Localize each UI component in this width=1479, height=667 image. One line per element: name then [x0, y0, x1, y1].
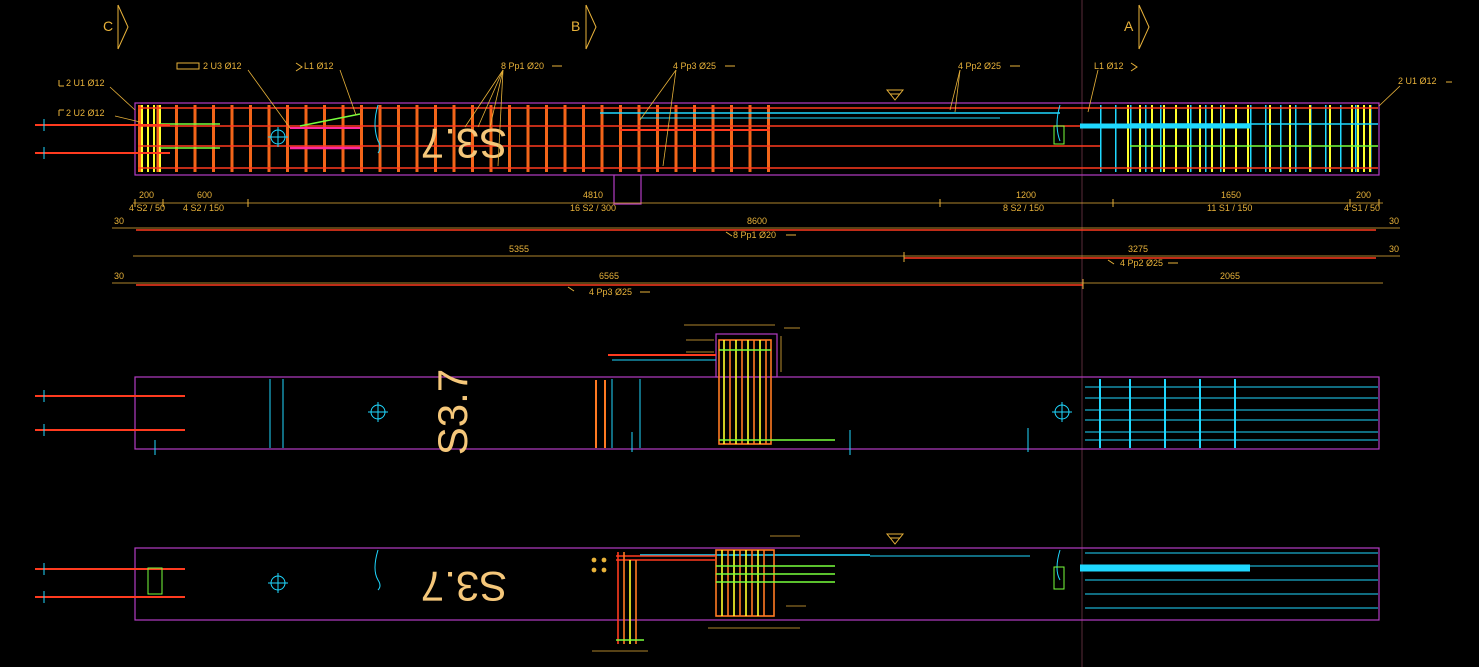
callout-l1-left: L1 Ø12 [304, 61, 334, 71]
details-middle [43, 379, 1072, 455]
svg-text:4 Pp2 Ø25: 4 Pp2 Ø25 [1120, 258, 1163, 268]
callout-pp2: 4 Pp2 Ø25 [958, 61, 1001, 71]
grid-marker-b: B [571, 4, 597, 50]
svg-text:30: 30 [1389, 216, 1399, 226]
beam-outline-top [134, 102, 1380, 176]
dim-value: 200 [139, 190, 154, 200]
svg-text:8600: 8600 [747, 216, 767, 226]
beam-section-bottom[interactable]: S3.7 [35, 533, 1380, 652]
lifting-hook-icon-right [1056, 104, 1061, 142]
callouts: 2 U1 Ø12 2 U2 Ø12 2 U3 Ø12 L1 Ø12 8 Pp1 … [58, 61, 1452, 167]
stirrups-yellow [1127, 105, 1371, 172]
dim-value: 1650 [1221, 190, 1241, 200]
section-label-middle: S3.7 [429, 369, 476, 455]
corbel-annotations-middle [684, 324, 800, 372]
dim-value: 200 [1356, 190, 1371, 200]
callout-u2-left: 2 U2 Ø12 [66, 108, 105, 118]
svg-text:3275: 3275 [1128, 244, 1148, 254]
stirrups-orange [138, 105, 770, 172]
dim-spec: 11 S1 / 150 [1207, 203, 1252, 213]
section-label-top: S3.7 [421, 120, 507, 167]
callout-l1-right: L1 Ø12 [1094, 61, 1124, 71]
dowels-left-top [35, 124, 170, 154]
bars-middle [595, 380, 606, 448]
stirrup-dimension-line: 200 600 4810 1200 1650 200 4 S2 / 50 4 S… [129, 190, 1383, 213]
svg-text:2065: 2065 [1220, 271, 1240, 281]
level-marker-icon-bottom [885, 533, 905, 545]
dim-spec: 8 S2 / 150 [1003, 203, 1044, 213]
grid-marker-a: A [1124, 4, 1150, 50]
callout-u1-right: 2 U1 Ø12 [1398, 76, 1437, 86]
level-marker-icon [885, 89, 905, 101]
lifting-hook-icon [374, 104, 381, 154]
callout-pp1: 8 Pp1 Ø20 [501, 61, 544, 71]
dowels-left-bottom [35, 568, 185, 598]
bar-dimension-pp2: 5355 3275 30 4 Pp2 Ø25 [133, 244, 1400, 268]
callout-pp3: 4 Pp3 Ø25 [673, 61, 716, 71]
corbel-bars-middle [718, 339, 835, 445]
svg-text:30: 30 [114, 216, 124, 226]
beam-plan-middle[interactable]: S3.7 [35, 324, 1380, 455]
beam-notch [613, 175, 642, 205]
svg-text:30: 30 [114, 271, 124, 281]
svg-text:5355: 5355 [509, 244, 529, 254]
svg-text:8 Pp1 Ø20: 8 Pp1 Ø20 [733, 230, 776, 240]
beam-elevation-top[interactable]: S3.7 [35, 89, 1380, 205]
details-bottom [43, 549, 1378, 609]
stirrups-cyan [1100, 105, 1378, 172]
grid-label-c: C [103, 18, 113, 34]
callout-u3: 2 U3 Ø12 [203, 61, 242, 71]
corbel-bars-bottom [616, 549, 835, 644]
svg-text:30: 30 [1389, 244, 1399, 254]
grid-label-b: B [571, 18, 580, 34]
dim-value: 1200 [1016, 190, 1036, 200]
grid-marker-c: C [103, 4, 129, 50]
beam-outline-middle [134, 376, 1380, 450]
stirrups-yellow-left [141, 105, 161, 172]
dowels-left-middle [35, 395, 185, 431]
bar-dimension-pp1: 30 30 8600 8 Pp1 Ø20 [112, 216, 1400, 240]
dim-spec: 4 S2 / 50 [129, 203, 165, 213]
longitudinal-bars-top [138, 107, 1378, 169]
svg-text:4 Pp3 Ø25: 4 Pp3 Ø25 [589, 287, 632, 297]
dim-spec: 16 S2 / 300 [570, 203, 616, 213]
beam-outline-bottom [134, 547, 1380, 621]
bottom-green-inserts [147, 566, 1065, 595]
dim-value: 4810 [583, 190, 603, 200]
insert-right [1053, 125, 1065, 145]
dim-spec: 4 S1 / 50 [1344, 203, 1380, 213]
bar-dimension-pp3: 30 6565 2065 4 Pp3 Ø25 [112, 271, 1383, 297]
grid-label-a: A [1124, 18, 1134, 34]
section-label-bottom: S3.7 [421, 563, 507, 610]
corbel-annotations-bottom [591, 535, 806, 652]
callout-u1-left: 2 U1 Ø12 [66, 78, 105, 88]
dim-spec: 4 S2 / 150 [183, 203, 224, 213]
svg-text:6565: 6565 [599, 271, 619, 281]
dim-value: 600 [197, 190, 212, 200]
bars-right-middle [1085, 379, 1378, 448]
